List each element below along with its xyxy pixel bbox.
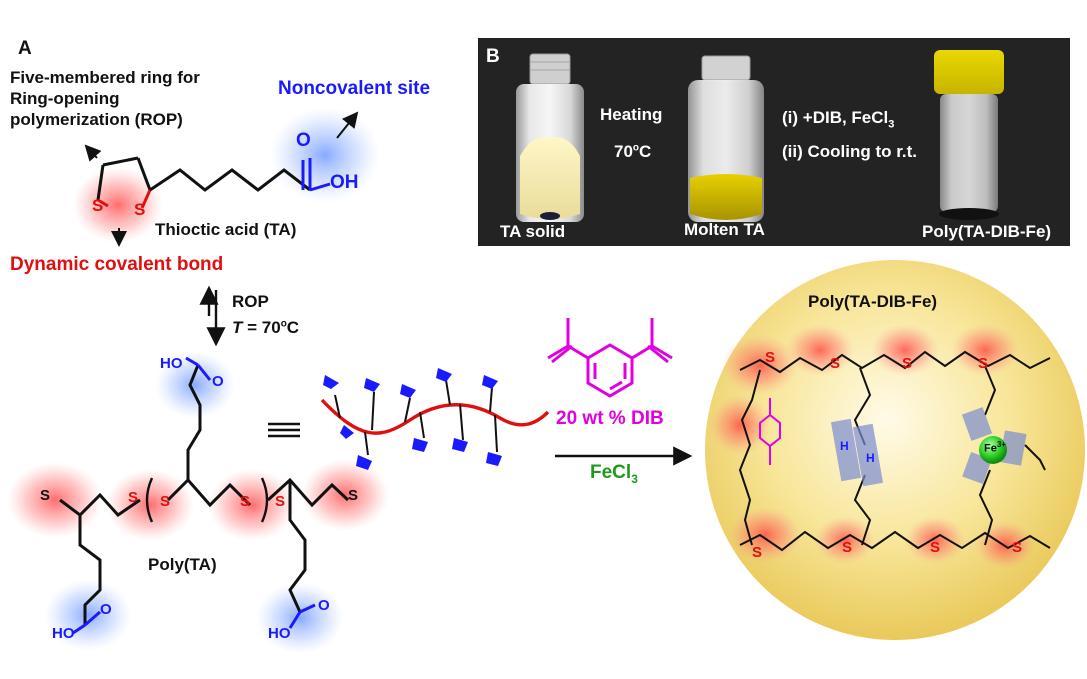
- net-s-3: S: [902, 355, 913, 372]
- step-two-label: (ii) Cooling to r.t.: [782, 142, 918, 161]
- polyta-s3: S: [240, 493, 251, 510]
- ring-s-right: S: [134, 200, 146, 219]
- temperature-unit: C: [286, 318, 300, 337]
- caption-poly-ta-dib-fe: Poly(TA-DIB-Fe): [922, 222, 1052, 241]
- rop-label: ROP: [232, 292, 269, 311]
- hbond-h-left: H: [840, 439, 849, 453]
- dib-amount-label: 20 wt % DIB: [556, 408, 664, 429]
- temperature-value: = 70: [242, 318, 281, 337]
- panel-b-letter: B: [486, 46, 500, 67]
- fe-ion: [979, 436, 1007, 464]
- noncovalent-site-label: Noncovalent site: [278, 78, 431, 99]
- polyta-left-o: O: [100, 601, 112, 618]
- ring-note-line3: polymerization (ROP): [10, 110, 183, 129]
- heating-temp-degree: o: [632, 142, 640, 154]
- network-title: Poly(TA-DIB-Fe): [808, 292, 938, 311]
- fecl3-sub: 3: [631, 471, 638, 486]
- thioctic-acid-label: Thioctic acid (TA): [155, 220, 297, 239]
- fecl3-text: FeCl: [590, 462, 632, 483]
- dynamic-covalent-label: Dynamic covalent bond: [10, 254, 224, 275]
- net-s-7: S: [930, 539, 941, 556]
- step-one-text: (i) +DIB, FeCl: [782, 108, 889, 127]
- polyta-right-o: O: [318, 597, 330, 614]
- ring-note-line2: Ring-opening: [10, 89, 120, 108]
- step-one-label: (i) +DIB, FeCl3: [782, 108, 894, 131]
- polyta-left-ho: HO: [52, 625, 75, 642]
- ring-s-left: S: [92, 196, 104, 215]
- net-s-6: S: [842, 539, 853, 556]
- vial-molten-ta: [688, 55, 764, 222]
- temperature-degree: o: [280, 318, 287, 330]
- caption-molten-ta: Molten TA: [684, 220, 765, 239]
- disulfide-glow: [73, 167, 163, 243]
- fe-ion-label: Fe3+: [984, 440, 1006, 455]
- fe-ion-charge: 3+: [996, 440, 1006, 449]
- temperature-variable: T: [232, 318, 243, 337]
- photo-panel: [478, 38, 1070, 246]
- polyta-top-ho: HO: [160, 355, 183, 372]
- polyta-s1: S: [128, 489, 139, 506]
- polyta-s2: S: [160, 493, 171, 510]
- net-s-8: S: [1012, 539, 1023, 556]
- net-s-4: S: [978, 355, 989, 372]
- vial-photos: [516, 50, 1004, 222]
- polyta-label: Poly(TA): [148, 555, 217, 574]
- heating-label: Heating: [600, 105, 663, 124]
- vial-poly-ta-dib-fe: [934, 50, 1004, 220]
- step-one-sub: 3: [888, 118, 895, 131]
- heating-temp-unit: C: [639, 142, 652, 161]
- panel-a-letter: A: [18, 38, 32, 59]
- dithiolane-ring: [96, 156, 331, 209]
- fecl3-label: FeCl3: [590, 462, 638, 486]
- polyta-top-o: O: [212, 373, 224, 390]
- net-s-2: S: [830, 355, 841, 372]
- net-s-5: S: [752, 544, 763, 561]
- net-s-1: S: [765, 349, 776, 366]
- caption-ta-solid: TA solid: [500, 222, 566, 241]
- ring-note-line1: Five-membered ring for: [10, 68, 200, 87]
- vial-ta-solid: [516, 53, 584, 222]
- fe-ion-text: Fe: [984, 442, 997, 455]
- heating-temp-label: 70oC: [614, 142, 651, 161]
- polyta-backbone: [59, 364, 350, 625]
- hydroxyl-label: OH: [330, 172, 359, 193]
- polyta-right-ho: HO: [268, 625, 291, 642]
- hbond-h-right: H: [866, 451, 875, 465]
- dib-molecule: [547, 318, 673, 398]
- temperature-label: T = 70oC: [232, 318, 299, 337]
- carboxyl-glow: [270, 107, 380, 203]
- schematic-polymer: [268, 368, 550, 470]
- heating-temp-value: 70: [614, 142, 633, 161]
- polyta-radical-left: S: [40, 487, 51, 504]
- carbonyl-o-label: O: [296, 130, 311, 151]
- polyta-s4: S: [275, 493, 286, 510]
- network-sphere: [705, 260, 1085, 640]
- polyta-radical-right: S: [348, 487, 359, 504]
